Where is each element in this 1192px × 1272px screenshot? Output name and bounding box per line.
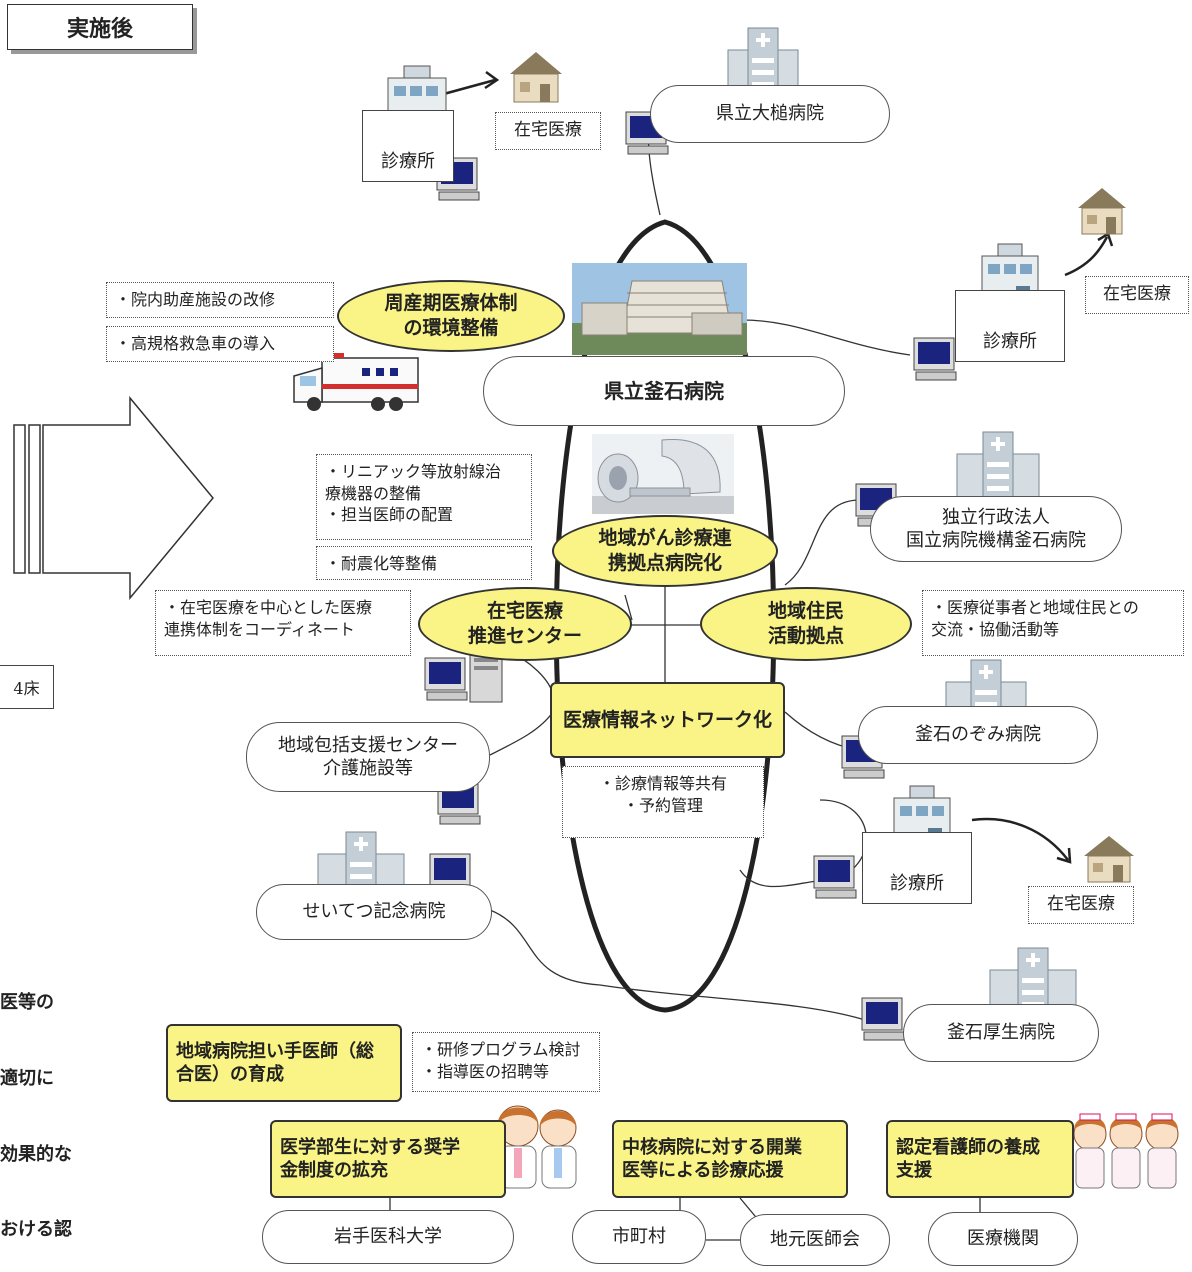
computer-icon — [913, 337, 957, 381]
clinic-box: 診療所 — [862, 832, 972, 904]
hub-kamaishi-hospital: 県立釜石病院 — [483, 356, 845, 426]
hospital-nho-kamaishi: 独立行政法人国立病院機構釜石病院 — [870, 496, 1122, 562]
computer-icon — [813, 855, 857, 899]
note-cancer: ・リニアック等放射線治 療機器の整備 ・担当医師の配置 — [316, 454, 532, 540]
clinic-box: 診療所 — [362, 110, 454, 182]
hospital-nozomi: 釜石のぞみ病院 — [858, 706, 1098, 764]
text-fragment: 適切に — [0, 1068, 54, 1089]
ellipse-cancer: 地域がん診療連携拠点病院化 — [552, 515, 778, 587]
clinic-box: 診療所 — [955, 290, 1065, 362]
clinic-label: 診療所 — [381, 151, 435, 172]
care-support-center: 地域包括支援センター介護施設等 — [246, 722, 490, 792]
house-icon — [510, 52, 562, 103]
doctors-illustration — [497, 1105, 577, 1189]
iwate-medical-university: 岩手医科大学 — [262, 1210, 514, 1264]
network-box: 医療情報ネットワーク化 — [550, 682, 785, 758]
text-fragment: 医等の — [0, 992, 54, 1013]
home-care-box: 在宅医療 — [495, 112, 601, 150]
note-quake: ・耐震化等整備 — [316, 546, 532, 580]
hospital-photo — [572, 263, 747, 355]
ellipse-perinatal: 周産期医療体制の環境整備 — [337, 280, 565, 352]
ellipse-residents: 地域住民活動拠点 — [700, 587, 912, 661]
nurse-box: 認定看護師の養成支援 — [886, 1120, 1074, 1198]
local-medical-association: 地元医師会 — [740, 1214, 890, 1266]
note-network: ・診療情報等共有 ・予約管理 — [562, 766, 764, 838]
note-perinatal-1: ・院内助産施設の改修 — [106, 282, 334, 318]
note-homecare: ・在宅医療を中心とした医療 連携体制をコーディネート — [155, 590, 411, 656]
support-box: 中核病院に対する開業医等による診療応援 — [612, 1120, 848, 1198]
ambulance-icon — [293, 353, 419, 411]
text-fragment: おける認 — [0, 1219, 72, 1240]
home-care-box: 在宅医療 — [1028, 886, 1134, 924]
hospital-seitetsu: せいてつ記念病院 — [256, 884, 492, 940]
nurses-illustration — [1073, 1113, 1179, 1189]
computer-icon — [861, 997, 905, 1041]
note-perinatal-2: ・高規格救急車の導入 — [106, 326, 334, 362]
home-care-box: 在宅医療 — [1085, 276, 1189, 314]
beds-fragment: 4床 — [0, 665, 54, 709]
note-training: ・研修プログラム検討 ・指導医の招聘等 — [412, 1032, 600, 1092]
hospital-kosei: 釜石厚生病院 — [903, 1004, 1099, 1062]
header-title: 実施後 — [7, 4, 193, 50]
text-fragment: 効果的な — [0, 1144, 72, 1165]
computer-icon — [424, 657, 468, 701]
ellipse-homecare: 在宅医療推進センター — [418, 587, 632, 661]
house-icon — [1084, 836, 1134, 883]
training-box: 地域病院担い手医師（総合医）の育成 — [166, 1024, 402, 1102]
note-residents: ・医療従事者と地域住民との 交流・協働活動等 — [922, 590, 1184, 656]
scholarship-box: 医学部生に対する奨学金制度の拡充 — [270, 1120, 506, 1198]
house-icon — [1078, 188, 1126, 235]
hospital-icon — [956, 431, 1040, 507]
hospital-icon — [727, 27, 799, 103]
municipality: 市町村 — [572, 1210, 706, 1264]
server-icon — [469, 651, 503, 703]
linac-photo — [592, 434, 734, 514]
medical-institution: 医療機関 — [928, 1212, 1078, 1266]
hospital-otsuchi: 県立大槌病院 — [650, 85, 890, 143]
